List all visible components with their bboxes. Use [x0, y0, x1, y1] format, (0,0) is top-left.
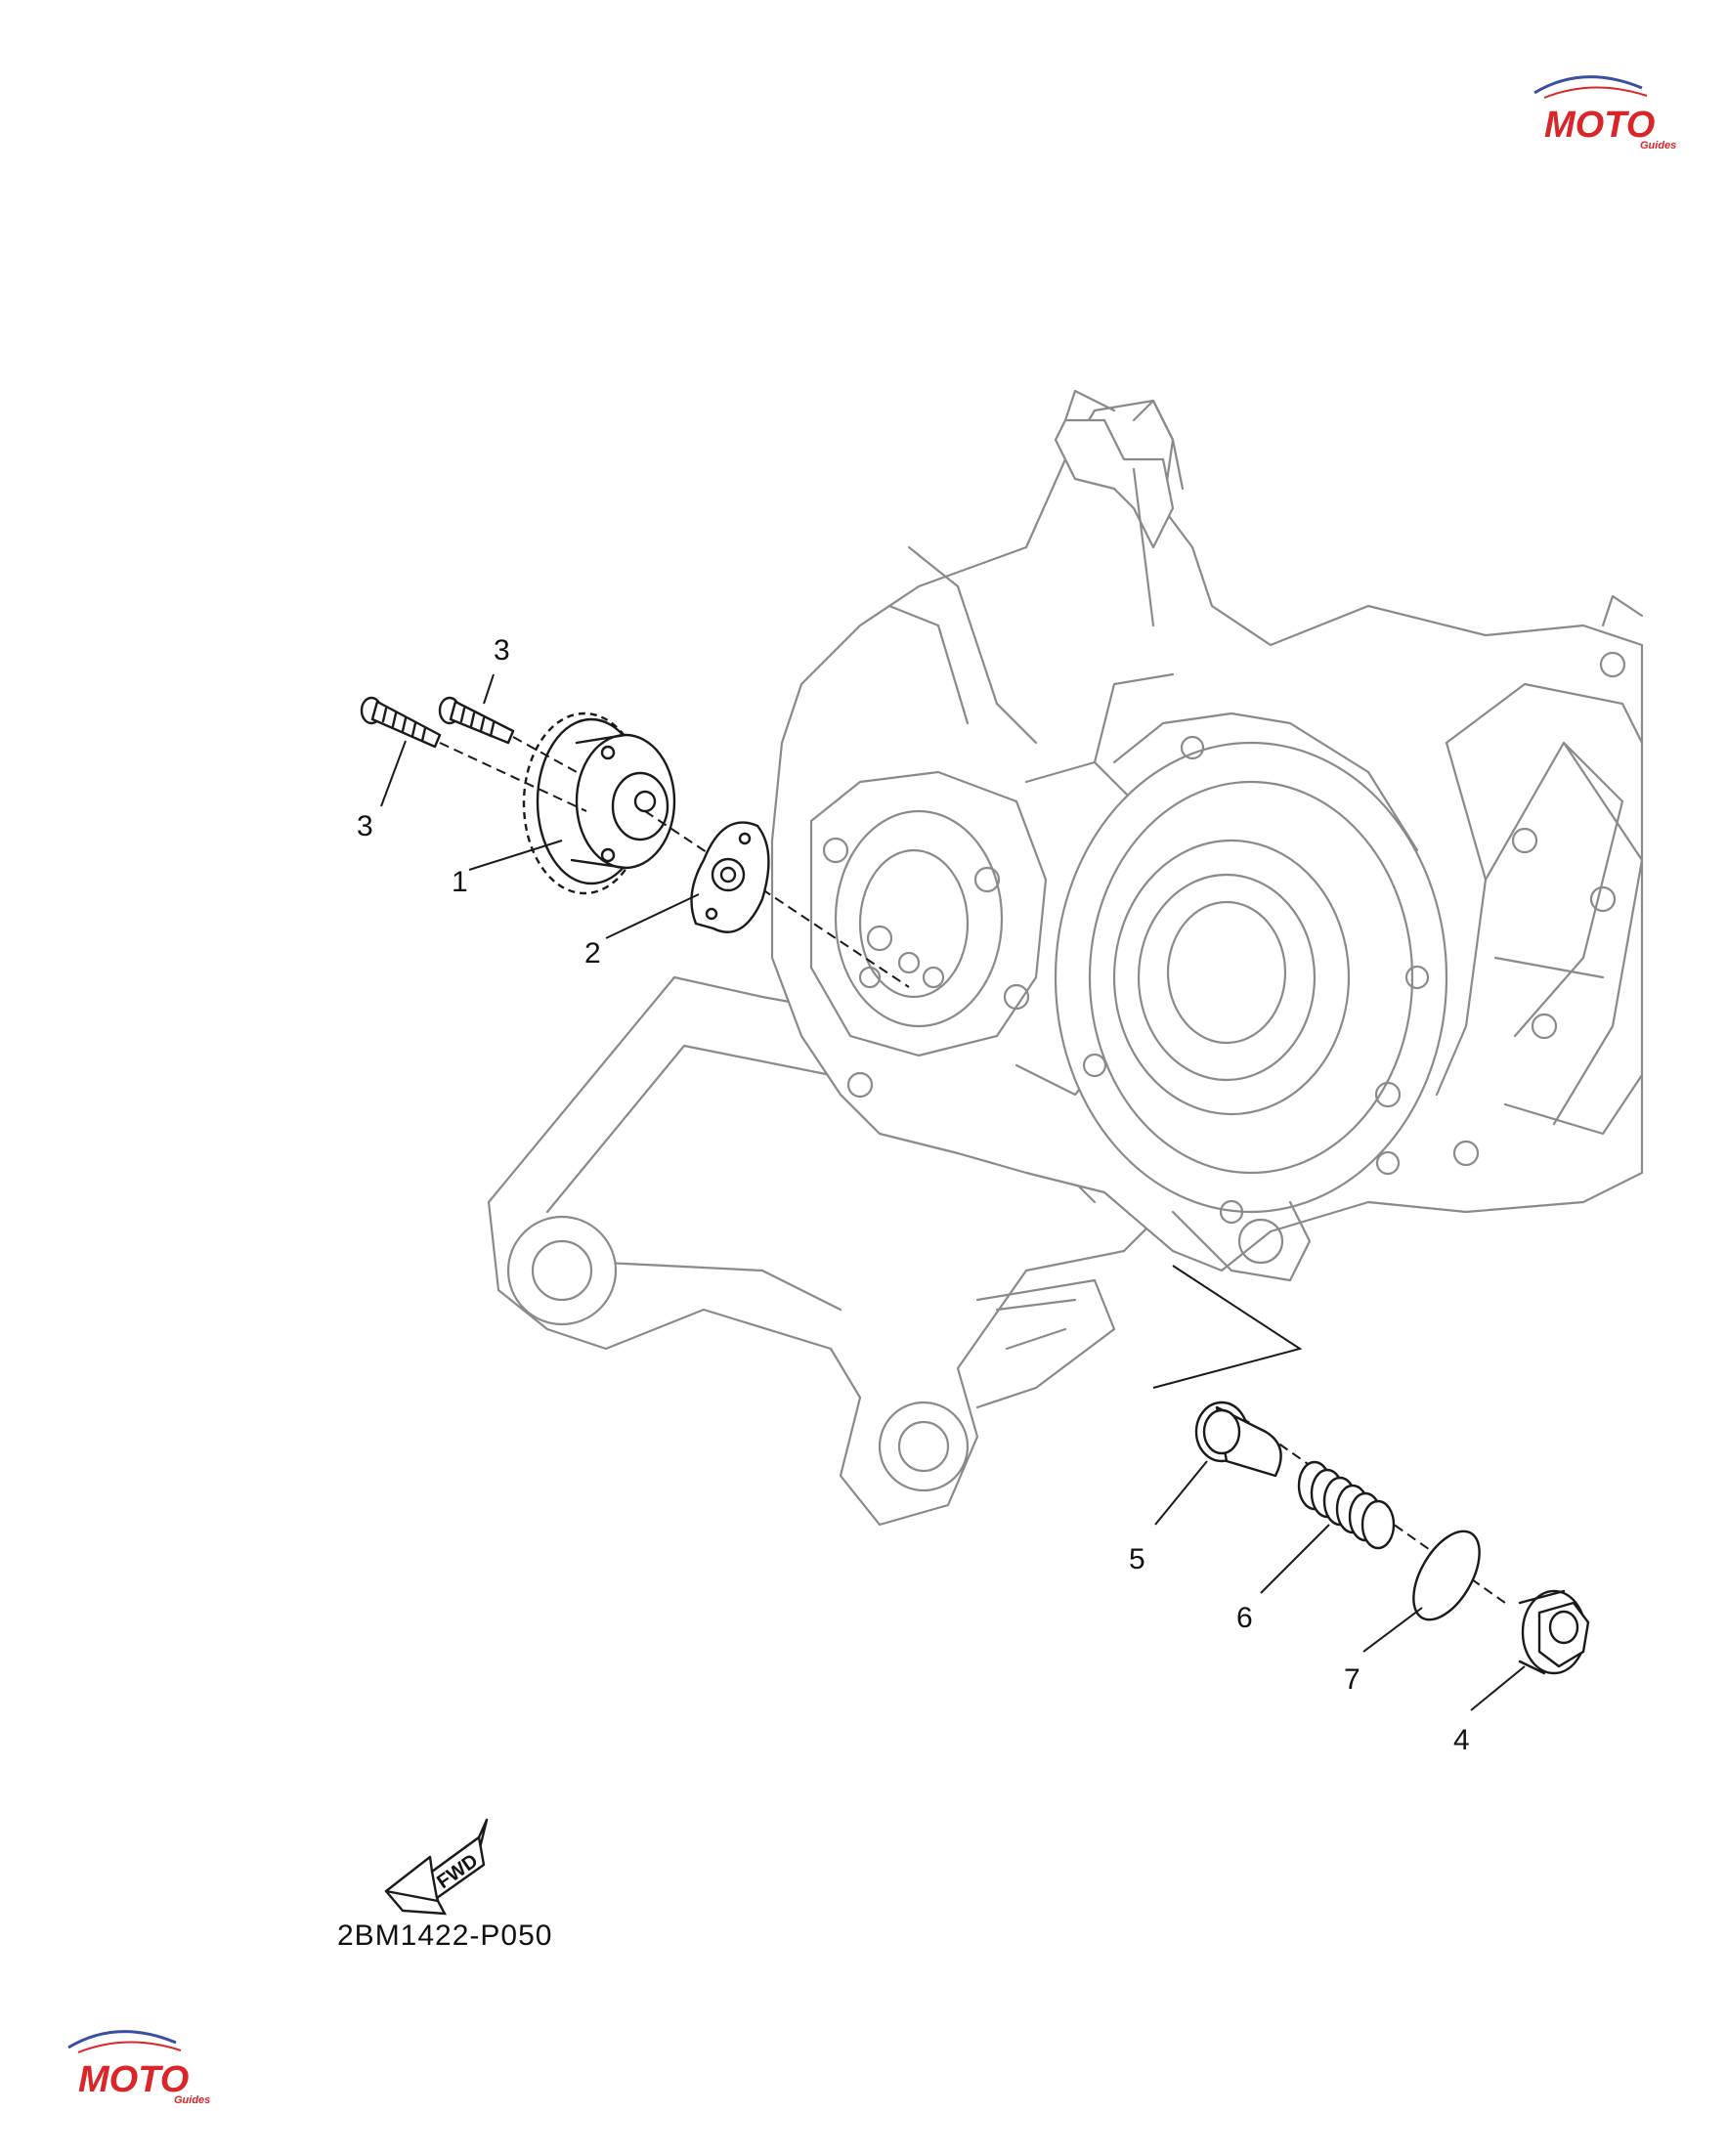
watermark-subtext: Guides	[174, 2094, 210, 2106]
valve-bore-reference	[1152, 1265, 1303, 1389]
o-ring	[1412, 1530, 1481, 1621]
watermark-text: MOTO	[1544, 105, 1655, 146]
watermark-subtext: Guides	[1640, 140, 1676, 151]
callout-5: 5	[1129, 1543, 1145, 1575]
callout-3-top: 3	[494, 634, 510, 667]
watermark-logo-bottom: MOTO Guides	[67, 2030, 210, 2106]
callout-leaders	[380, 673, 1526, 1711]
plug-bolt	[1518, 1589, 1590, 1675]
forward-direction-arrow: FWD	[384, 1818, 489, 1916]
watermark-logo-top: MOTO Guides	[1533, 75, 1676, 151]
callout-6: 6	[1236, 1602, 1253, 1634]
callout-1: 1	[452, 866, 468, 898]
diagram-reference-code: 2BM1422-P050	[337, 1919, 552, 1952]
crankcase-housing	[487, 389, 1644, 1527]
callout-4: 4	[1453, 1724, 1470, 1756]
screw-right-line	[512, 736, 578, 773]
screw-right	[438, 696, 515, 745]
callout-3-left: 3	[357, 810, 373, 842]
relief-valve-spring	[1297, 1460, 1396, 1550]
pump-shaft-line	[644, 810, 910, 988]
callout-2: 2	[584, 937, 601, 970]
oil-pump-gear	[522, 711, 676, 895]
screw-left	[360, 696, 442, 749]
oil-pump-gasket	[690, 821, 770, 933]
screw-left-line	[439, 742, 587, 812]
watermark-text: MOTO	[78, 2059, 189, 2100]
callout-7: 7	[1344, 1663, 1360, 1696]
relief-valve-plunger	[1194, 1401, 1282, 1478]
